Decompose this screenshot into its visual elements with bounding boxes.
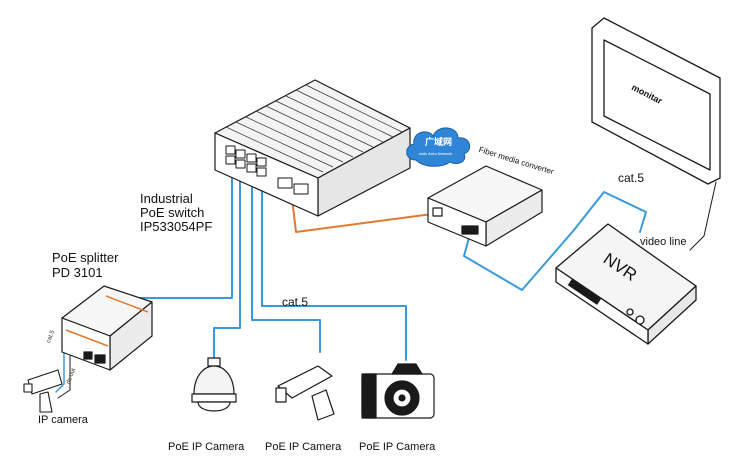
cable-splitter-dc-out xyxy=(57,355,71,399)
bullet-camera xyxy=(275,365,335,421)
monitor xyxy=(591,17,721,185)
fiber-media-converter xyxy=(427,165,543,247)
dslr-camera-label: PoE IP Camera xyxy=(359,441,436,453)
bullet-camera-lens xyxy=(275,387,287,403)
switch-ports xyxy=(225,145,309,195)
splitter-name-label: PoE splitter xyxy=(52,250,119,265)
splitter-camera-label: IP camera xyxy=(38,414,88,426)
bullet-camera-mount xyxy=(311,389,335,421)
poe-switch xyxy=(214,79,411,217)
video-line-nvr-to-monitor xyxy=(689,181,717,251)
dslr-camera-lens-center xyxy=(398,394,406,402)
bullet-camera-label: PoE IP Camera xyxy=(265,441,342,453)
splitter-rj45-port xyxy=(83,351,93,360)
nvr-drive-slot xyxy=(567,279,601,305)
dome-camera-ring xyxy=(191,393,237,403)
bullet-camera-hood xyxy=(277,365,333,399)
monitor-screen xyxy=(603,39,711,171)
switch-label-line1: Industrial xyxy=(140,191,193,206)
splitter-stripe xyxy=(65,295,149,347)
nvr-cable-label: cat.5 xyxy=(618,171,645,185)
dslr-camera-grip xyxy=(361,373,377,419)
cable-converter-to-nvr xyxy=(463,191,647,291)
cloud-label-en: wide Area Network xyxy=(419,151,453,156)
wan-cloud xyxy=(406,127,471,167)
switch-fins xyxy=(225,84,403,173)
cloud-label-cn: 广域网 xyxy=(425,137,453,147)
dslr-camera xyxy=(361,363,435,419)
cable-switch-to-bullet-camera xyxy=(251,167,321,353)
dome-camera xyxy=(191,357,237,412)
cable-splitter-to-ip-camera xyxy=(55,349,65,393)
nvr xyxy=(555,223,697,345)
cloud-icon xyxy=(406,127,471,167)
dslr-camera-prism xyxy=(391,363,423,375)
switch-label-line2: PoE switch xyxy=(140,205,205,220)
splitter-ip-camera xyxy=(23,369,63,413)
poe-splitter xyxy=(61,285,153,371)
splitter-camera-mount xyxy=(39,391,53,413)
dome-camera-mount xyxy=(207,357,221,367)
cable-switch-to-dome-camera xyxy=(213,167,241,361)
cat5-cable-label: cat.5 xyxy=(282,295,309,309)
nvr-led xyxy=(626,308,634,316)
fiber-switch-to-converter xyxy=(291,197,441,233)
splitter-camera-lens xyxy=(23,383,33,393)
video-line-label: video line xyxy=(640,236,687,248)
splitter-dc-port xyxy=(94,354,106,364)
splitter-model-label: PD 3101 xyxy=(52,265,103,280)
switch-model-label: IP533054PF xyxy=(140,219,213,234)
converter-rj45-port xyxy=(432,207,443,217)
cable-switch-to-splitter xyxy=(119,167,233,313)
dome-camera-body xyxy=(193,365,235,395)
cable-switch-to-dslr-camera xyxy=(261,167,407,361)
converter-fiber-port xyxy=(461,225,479,235)
dome-camera-label: PoE IP Camera xyxy=(168,441,245,453)
dome-camera-lens xyxy=(197,401,231,412)
nvr-power-button xyxy=(635,315,645,325)
